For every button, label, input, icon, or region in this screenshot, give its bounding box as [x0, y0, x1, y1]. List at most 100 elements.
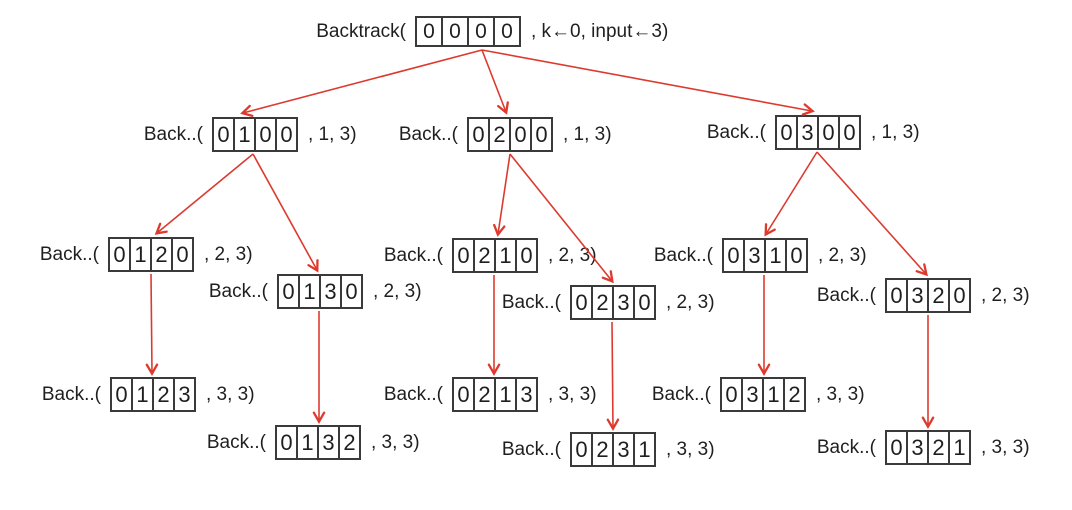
- node-label: Back..(: [383, 244, 443, 266]
- array-cell: 3: [798, 117, 819, 148]
- node-label: Back..(: [39, 243, 99, 265]
- array-cell: 0: [843, 119, 856, 145]
- node-args: , 2, 3): [548, 244, 597, 266]
- node-args: , k←0, input←3): [531, 20, 669, 42]
- array-cell: 1: [766, 240, 787, 271]
- arrow: [154, 153, 254, 235]
- node-args: , 3, 3): [206, 383, 255, 405]
- array-cell: 1: [764, 379, 785, 410]
- array-cell: 1: [133, 379, 154, 410]
- array-cell: 3: [745, 240, 766, 271]
- array-cell: 2: [154, 379, 175, 410]
- node-label: Back..(: [816, 284, 876, 306]
- array-cell: 0: [887, 280, 908, 311]
- array-cell: 0: [417, 18, 443, 45]
- array-cell: 1: [298, 427, 319, 458]
- array-cell: 0: [279, 276, 300, 307]
- node-label: Backtrack(: [316, 20, 406, 42]
- array-cell: 2: [343, 429, 356, 455]
- array-cell: 0: [722, 379, 743, 410]
- node-label: Back..(: [816, 436, 876, 458]
- node-args: , 3, 3): [816, 383, 865, 405]
- array-cell: 3: [908, 432, 929, 463]
- array-cell: 2: [593, 287, 614, 318]
- array-cell: 2: [788, 381, 801, 407]
- node-args: , 3, 3): [548, 383, 597, 405]
- array-cell: 0: [214, 119, 235, 150]
- array-cell: 0: [777, 117, 798, 148]
- array-cell: 2: [929, 280, 950, 311]
- node-label: Back..(: [706, 121, 766, 143]
- arrow: [493, 153, 511, 237]
- node-args: , 3, 3): [666, 438, 715, 460]
- node-label: Back..(: [41, 383, 101, 405]
- array-cell: 0: [501, 20, 513, 43]
- node-args: , 3, 3): [981, 436, 1030, 458]
- node-args: , 2, 3): [818, 244, 867, 266]
- array-cell: 3: [319, 427, 340, 458]
- node-label: Back..(: [651, 383, 711, 405]
- array-cell: 3: [614, 287, 635, 318]
- node-args: , 1, 3): [563, 123, 612, 145]
- node-label: Back..(: [383, 383, 443, 405]
- array-cell: 0: [454, 240, 475, 271]
- node-label: Back..(: [208, 280, 268, 302]
- arrow: [481, 49, 509, 115]
- array-cell: 3: [908, 280, 929, 311]
- array-cell: 0: [112, 379, 133, 410]
- array-cell: 1: [496, 379, 517, 410]
- arrow: [481, 49, 815, 116]
- array-cell: 2: [475, 240, 496, 271]
- array-cell: 1: [496, 240, 517, 271]
- node-label: Back..(: [398, 123, 458, 145]
- array-cell: 0: [535, 121, 548, 147]
- array-cell: 1: [235, 119, 256, 150]
- array-cell: 0: [511, 119, 532, 150]
- array-cell: 2: [490, 119, 511, 150]
- node-args: , 1, 3): [308, 123, 357, 145]
- arrow: [764, 151, 818, 237]
- array-cell: 0: [110, 239, 131, 270]
- array-cell: 1: [131, 239, 152, 270]
- array-cell: 0: [953, 282, 966, 308]
- array-cell: 0: [176, 241, 189, 267]
- array-cell: 0: [638, 289, 651, 315]
- array-cell: 2: [593, 434, 614, 465]
- array-cell: 0: [790, 242, 803, 268]
- node-args: , 2, 3): [666, 291, 715, 313]
- array-cell: 0: [280, 121, 293, 147]
- node-args: , 1, 3): [871, 121, 920, 143]
- node-args: , 2, 3): [373, 280, 422, 302]
- array-cell: 0: [724, 240, 745, 271]
- array-cell: 0: [443, 18, 469, 45]
- array-cell: 2: [475, 379, 496, 410]
- array-cell: 3: [743, 379, 764, 410]
- array-cell: 3: [178, 381, 191, 407]
- array-cell: 1: [300, 276, 321, 307]
